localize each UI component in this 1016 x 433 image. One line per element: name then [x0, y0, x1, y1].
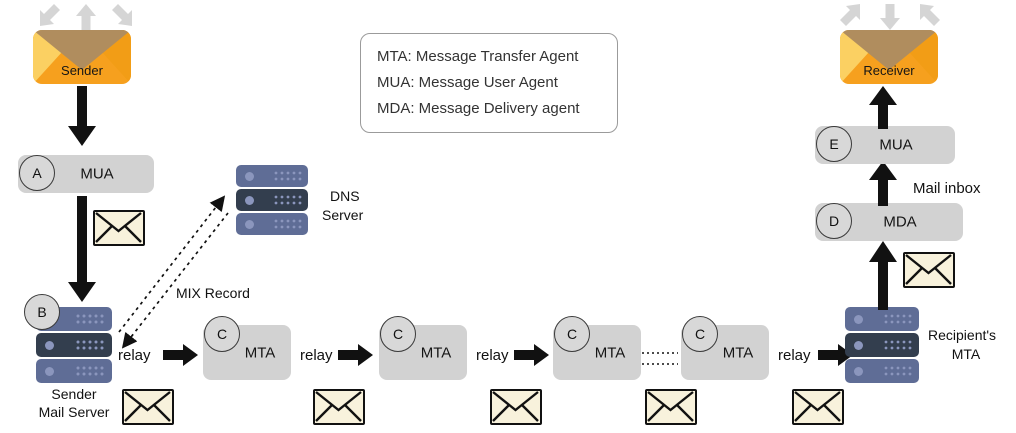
sender-envelope-icon: Sender	[33, 30, 131, 84]
sender-mua-label: MUA	[80, 165, 114, 183]
receiver-incoming-arrows-icon	[838, 0, 942, 30]
step-circle-a: A	[19, 155, 55, 191]
server-led	[45, 341, 54, 350]
step-circle-b: B	[24, 294, 60, 330]
mta-label-2: MTA	[420, 344, 452, 361]
legend-box: MTA: Message Transfer Agent MUA: Message…	[360, 33, 618, 133]
server-dots	[884, 340, 913, 351]
step-d-letter: D	[828, 213, 840, 229]
step-circle-c-4: C	[682, 316, 718, 352]
server-led	[245, 220, 254, 229]
mail-inbox-label: Mail inbox	[913, 180, 981, 197]
relay-arrow-1	[163, 344, 199, 366]
legend-line-mda: MDA: Message Delivery agent	[377, 100, 580, 117]
step-c-letter: C	[566, 326, 578, 342]
mta-box-1[interactable]: MTA	[203, 325, 291, 380]
step-circle-c-1: C	[204, 316, 240, 352]
step-a-letter: A	[32, 165, 42, 181]
server-dots	[76, 366, 106, 377]
relay-arrow-2	[338, 344, 374, 366]
server-dots	[76, 340, 106, 351]
server-led	[245, 196, 254, 205]
step-circle-e: E	[816, 126, 852, 162]
mail-icon-recipient-inbound	[903, 252, 955, 288]
mta-continuation-dots	[642, 350, 680, 370]
dns-label-line2: Server	[322, 207, 364, 223]
receiver-envelope-icon: Receiver	[840, 30, 938, 84]
receiver-label: Receiver	[863, 63, 915, 78]
step-circle-c-2: C	[380, 316, 416, 352]
arrow-sender-to-mua	[60, 86, 104, 148]
step-circle-d: D	[816, 203, 852, 239]
server-dots	[274, 219, 303, 230]
sender-label: Sender	[61, 63, 103, 78]
arrow-mua-to-receiver	[866, 85, 902, 129]
server-rack-bottom	[845, 359, 919, 383]
mail-icon-mta-2	[490, 389, 542, 425]
server-led	[854, 367, 863, 376]
mail-icon-sender-server	[122, 389, 174, 425]
relay-arrow-3	[514, 344, 550, 366]
mail-icon-recipient-mta	[792, 389, 844, 425]
relay-label-3: relay	[476, 347, 509, 364]
dns-label-line1: DNS	[330, 188, 360, 204]
step-circle-c-3: C	[554, 316, 590, 352]
legend-line-mua: MUA: Message User Agent	[377, 74, 558, 91]
server-rack-bottom	[236, 213, 308, 235]
arrow-mua-to-mailserver	[60, 196, 104, 304]
mta-label-3: MTA	[594, 344, 626, 361]
server-dots	[76, 314, 106, 325]
dns-lookup-arrows	[100, 180, 285, 350]
recipient-mda-label: MDA	[883, 213, 917, 231]
step-e-letter: E	[829, 136, 839, 152]
legend-line-mta: MTA: Message Transfer Agent	[377, 48, 579, 65]
step-c-letter: C	[392, 326, 404, 342]
server-dots	[274, 171, 303, 182]
server-rack-top	[845, 307, 919, 331]
server-rack-top	[236, 165, 308, 187]
server-dots	[884, 314, 913, 325]
recipient-mua-label: MUA	[879, 136, 913, 154]
server-dots	[274, 195, 303, 206]
server-dots	[884, 366, 913, 377]
arrow-recipientmta-to-mda	[866, 240, 902, 310]
server-rack-bottom	[36, 359, 112, 383]
sender-outgoing-arrows-icon	[34, 0, 138, 30]
sender-mailserver-label-line1: Sender	[51, 386, 97, 402]
relay-label-1: relay	[118, 347, 151, 364]
server-led	[45, 367, 54, 376]
mail-icon-mta-3	[645, 389, 697, 425]
envelope-top-flap	[840, 30, 938, 70]
server-led	[854, 315, 863, 324]
recipient-mta-label-line2: MTA	[951, 346, 981, 362]
relay-arrow-4	[818, 344, 854, 366]
recipient-mta-label-line1: Recipient's	[928, 327, 997, 343]
server-led	[245, 172, 254, 181]
relay-label-2: relay	[300, 347, 333, 364]
mta-label-1: MTA	[244, 344, 276, 361]
relay-label-4: relay	[778, 347, 811, 364]
mail-icon-mta-1	[313, 389, 365, 425]
sender-mailserver-label-line2: Mail Server	[38, 404, 110, 420]
step-c-letter: C	[694, 326, 706, 342]
server-rack-middle	[36, 333, 112, 357]
mix-record-label: MIX Record	[176, 285, 250, 301]
step-b-letter: B	[37, 304, 47, 320]
mail-icon-sender-mua	[93, 210, 145, 246]
mta-label-4: MTA	[722, 344, 754, 361]
server-rack-middle	[236, 189, 308, 211]
envelope-top-flap	[33, 30, 131, 70]
arrow-mda-to-mua	[866, 160, 902, 206]
server-led	[854, 341, 863, 350]
step-c-letter: C	[216, 326, 228, 342]
server-rack-middle	[845, 333, 919, 357]
